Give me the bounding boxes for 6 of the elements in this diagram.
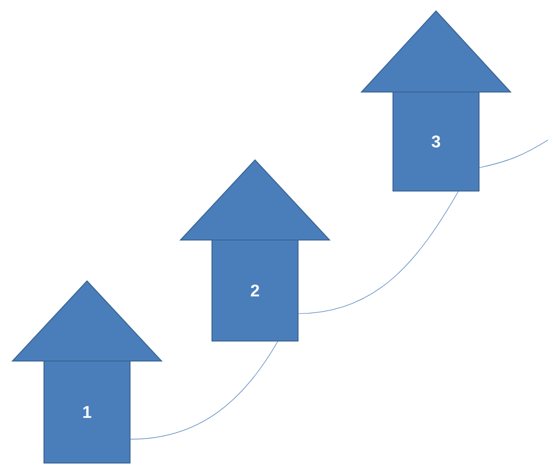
- curved-line: [130, 341, 278, 440]
- curved-line: [298, 191, 459, 314]
- curved-line: [479, 140, 548, 168]
- step-number: 2: [250, 284, 260, 296]
- step-number: 1: [83, 406, 92, 418]
- step-number: 3: [432, 135, 440, 148]
